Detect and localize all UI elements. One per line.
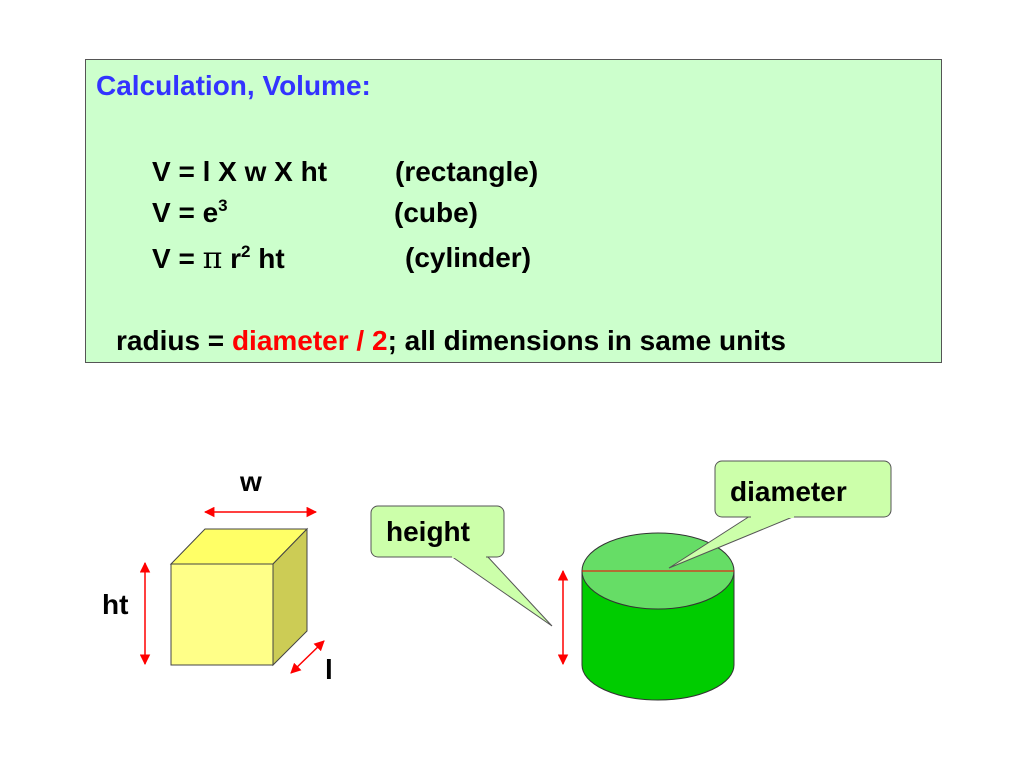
length-arrow [290,640,325,674]
diameter-callout-pointer [668,515,796,569]
pi-symbol: π [202,241,223,276]
height-callout-pointer [450,555,553,627]
diameter-callout-label: diameter [730,476,847,507]
rectangular-box [169,527,309,667]
height-callout: height [370,505,553,627]
radius-exponent: 2 [241,242,251,261]
height-callout-joint [452,552,486,558]
height-callout-label: height [386,516,470,547]
radius-symbol: r [230,243,241,274]
cube-base: V = e [152,197,219,228]
radius-note-highlight: diameter / 2 [231,325,388,356]
rectangle-formula: V = l X w X ht [152,156,328,187]
diameter-callout-box [714,460,892,518]
cube-label: (cube) [394,197,478,228]
cylinder-lhs: V = [152,243,195,274]
formula-title: Calculation, Volume: [96,70,371,101]
cylinder-formula: V = π r2 ht [152,241,285,276]
height-callout-box [370,505,505,558]
rectangle-label: (rectangle) [395,156,539,187]
cube-formula: V = e3 [152,196,228,228]
radius-note-suffix: ; all dimensions in same units [387,325,786,356]
cylinder [581,532,735,701]
length-label: l [325,654,333,685]
width-label: w [239,466,262,497]
diameter-callout-joint [751,512,794,518]
cube-exponent: 3 [218,196,228,215]
formula-box: Calculation, Volume: V = l X w X ht (rec… [85,59,942,363]
height-symbol: ht [258,243,285,274]
diameter-callout: diameter [668,460,892,569]
radius-note: radius = diameter / 2; all dimensions in… [116,327,786,355]
box-front-face [170,563,274,666]
radius-note-prefix: radius = [116,325,232,356]
ht-label: ht [102,589,128,620]
cylinder-label: (cylinder) [405,242,532,273]
